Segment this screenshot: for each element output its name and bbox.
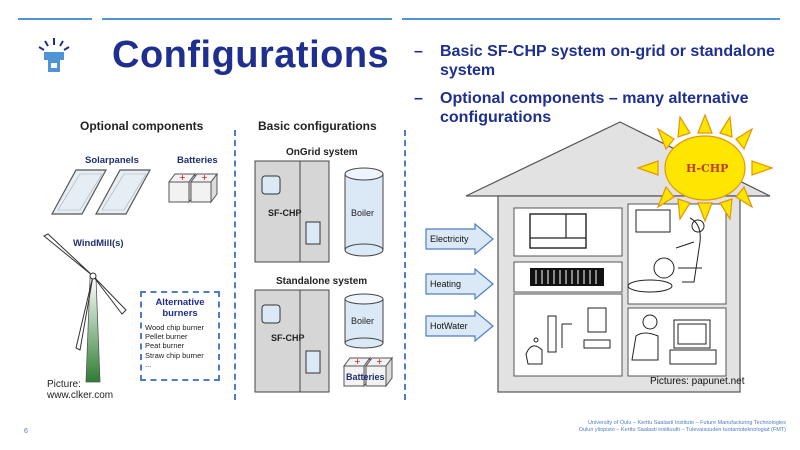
bullet-text: Basic SF-CHP system on-grid or standalon… <box>440 43 775 79</box>
sun-label: H-CHP <box>686 162 729 175</box>
ongrid-sfchp-label: SF-CHP <box>268 208 302 218</box>
windmill-credit-2: www.clker.com <box>47 390 114 401</box>
ongrid-title: OnGrid system <box>286 147 358 158</box>
svg-text:+: + <box>376 357 383 366</box>
arrow-heating-label: Heating <box>430 279 462 289</box>
standalone-title: Standalone system <box>276 276 368 287</box>
footer-line: University of Oulu – Kerttu Saalasti Ins… <box>587 420 786 426</box>
burner-item: Pellet burner <box>145 332 188 342</box>
standalone-battery-icon: + + <box>340 352 400 392</box>
header-rule-mid <box>102 18 392 20</box>
footer: University of Oulu – Kerttu Saalasti Ins… <box>426 420 786 434</box>
arrow-electricity <box>425 222 495 256</box>
page-number: 6 <box>24 428 28 435</box>
bullet-text: Optional components – many alternative c… <box>440 90 749 126</box>
arrow-electricity-label: Electricity <box>430 234 469 244</box>
battery-icon: + + <box>165 168 225 208</box>
svg-text:+: + <box>179 173 186 182</box>
windmill-label: WindMill(s) <box>73 238 124 249</box>
arrow-hotwater-label: HotWater <box>430 321 468 331</box>
batteries-label: Batteries <box>177 155 218 166</box>
solar-panel-icon <box>50 168 155 218</box>
basic-configurations-heading: Basic configurations <box>258 119 377 133</box>
sun-icon <box>636 113 774 223</box>
optional-components-heading: Optional components <box>80 119 204 133</box>
ongrid-sfchp-unit <box>254 160 330 263</box>
burner-item: Straw chip burner <box>145 350 204 360</box>
standalone-boiler-label: Boiler <box>351 316 375 326</box>
svg-text:+: + <box>354 357 361 366</box>
svg-text:+: + <box>201 173 208 182</box>
ongrid-boiler-icon <box>344 166 384 258</box>
standalone-sfchp-unit <box>254 289 330 393</box>
bullet-item: –Optional components – many alternative … <box>414 90 749 126</box>
burner-item: Peat burner <box>145 341 185 351</box>
ongrid-boiler-label: Boiler <box>351 208 375 218</box>
divider-right <box>404 130 406 400</box>
house-illustration <box>464 118 776 398</box>
header-rule-right <box>402 18 780 20</box>
burner-item: ... <box>145 359 152 369</box>
page-title: Configurations <box>112 34 390 76</box>
arrow-hotwater <box>425 309 495 343</box>
arrow-heating <box>425 267 495 301</box>
bullet-list: –Basic SF-CHP system on-grid or standalo… <box>414 42 794 136</box>
burners-list: Wood chip burner Pellet burner Peat burn… <box>145 323 215 369</box>
divider-left <box>234 130 236 400</box>
university-tower-logo-icon <box>34 36 74 76</box>
solarpanels-label: Solarpanels <box>85 155 139 166</box>
standalone-boiler-icon <box>344 292 384 350</box>
alternative-burners-box: Alternative burners Wood chip burner Pel… <box>140 291 220 381</box>
footer-line: Oulun yliopisto – Kerttu Saalasti instit… <box>578 427 786 433</box>
burners-title: Alternative burners <box>155 297 205 319</box>
standalone-sfchp-label: SF-CHP <box>271 333 305 343</box>
burner-item: Wood chip burner <box>145 323 205 332</box>
standalone-batteries-label: Batteries <box>346 372 385 382</box>
header-rule-left <box>18 18 92 20</box>
house-credit: Pictures: papunet.net <box>650 376 745 387</box>
windmill-credit-1: Picture: <box>47 379 81 390</box>
bullet-item: –Basic SF-CHP system on-grid or standalo… <box>414 43 775 79</box>
wind-turbine-icon <box>40 230 130 385</box>
